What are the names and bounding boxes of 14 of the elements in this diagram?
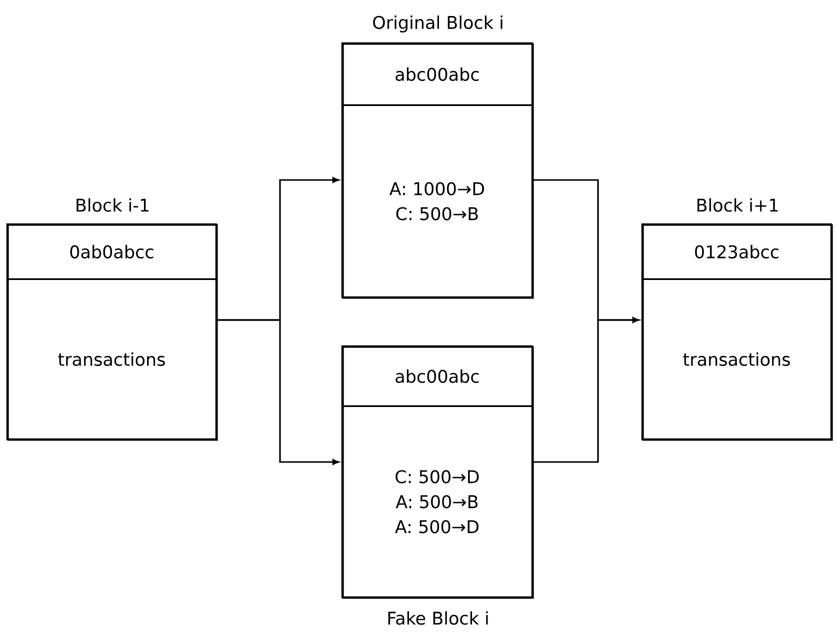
block-title: Original Block i (373, 16, 502, 32)
arrow (533, 317, 640, 463)
transactions-cell: A: 1000→D C: 500→B (341, 104, 533, 298)
transactions-cell: transactions (6, 278, 217, 440)
block-title: Fake Block i (388, 611, 488, 625)
block-title: Block i-1 (76, 198, 148, 212)
hash-cell: abc00abc (341, 42, 533, 106)
hash-cell: abc00abc (341, 345, 533, 407)
transactions-cell: C: 500→D A: 500→B A: 500→D (341, 405, 533, 598)
transactions-cell: transactions (641, 278, 832, 440)
hash-cell: 0123abcc (641, 223, 832, 280)
hash-cell: 0ab0abcc (6, 223, 217, 280)
block-title: Block i+1 (697, 198, 778, 212)
arrow (217, 319, 340, 465)
